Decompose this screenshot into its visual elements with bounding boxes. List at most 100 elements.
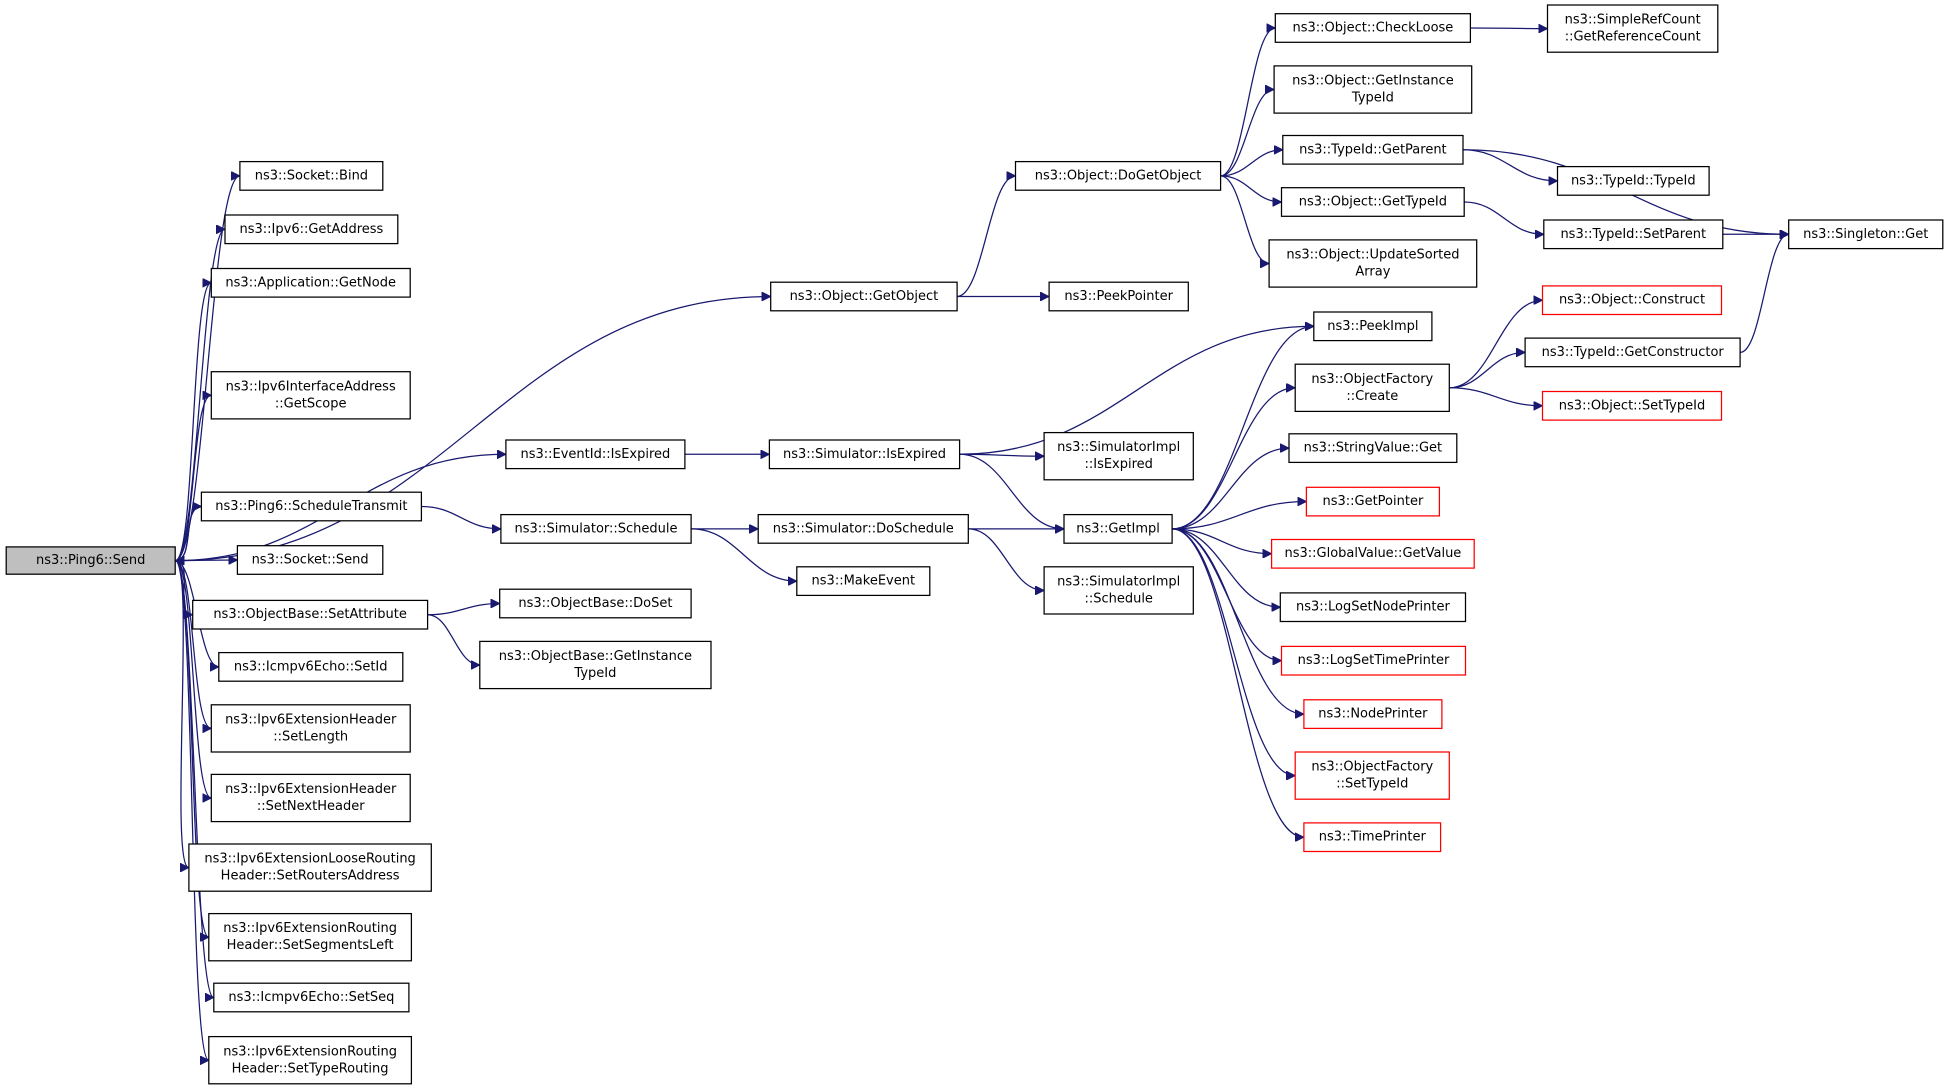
node-label: ::IsExpired <box>1084 457 1152 472</box>
node-box <box>1303 699 1443 730</box>
call-edge <box>175 505 202 561</box>
graph-node[interactable]: ns3::Object::CheckLoose <box>1274 13 1472 43</box>
graph-node[interactable]: ns3::Ipv6ExtensionRoutingHeader::SetSegm… <box>208 912 413 962</box>
graph-node[interactable]: ns3::Ipv6ExtensionHeader::SetNextHeader <box>210 773 411 823</box>
graph-node[interactable]: ns3::PeekPointer <box>1048 281 1189 312</box>
graph-node[interactable]: ns3::ObjectBase::SetAttribute <box>192 599 429 630</box>
call-edge <box>1220 150 1283 177</box>
node-box <box>1524 337 1741 368</box>
node-box <box>1268 239 1478 288</box>
graph-node[interactable]: ns3::MakeEvent <box>796 566 931 597</box>
node-label: ns3::Simulator::DoSchedule <box>773 521 954 536</box>
node-label: ns3::Simulator::IsExpired <box>783 447 946 462</box>
graph-node[interactable]: ns3::Simulator::IsExpired <box>768 439 961 470</box>
graph-node[interactable]: ns3::Object::SetTypeId <box>1541 390 1723 421</box>
node-label: ns3::GetPointer <box>1322 494 1423 509</box>
node-box <box>1303 822 1442 853</box>
node-label: ns3::TypeId::SetParent <box>1560 227 1706 242</box>
call-edge <box>1172 528 1272 554</box>
graph-node[interactable]: ns3::ObjectFactory::Create <box>1294 363 1450 413</box>
node-box <box>1294 751 1450 800</box>
node-label: ::GetReferenceCount <box>1565 30 1701 45</box>
node-label: ns3::Ipv6ExtensionLooseRouting <box>204 852 415 867</box>
graph-node[interactable]: ns3::PeekImpl <box>1313 311 1433 342</box>
call-edge <box>1449 387 1542 406</box>
node-box <box>500 513 692 544</box>
graph-node[interactable]: ns3::TypeId::SetParent <box>1543 219 1724 250</box>
node-label: ns3::SimulatorImpl <box>1057 574 1180 589</box>
edges-layer <box>174 28 1789 1060</box>
node-label: ns3::Icmpv6Echo::SetId <box>234 659 388 674</box>
graph-node[interactable]: ns3::Ipv6ExtensionHeader::SetLength <box>210 704 411 753</box>
node-label: ns3::Socket::Send <box>252 553 369 568</box>
node-box <box>200 491 423 522</box>
graph-node[interactable]: ns3::Icmpv6Echo::SetId <box>218 651 404 682</box>
graph-node[interactable]: ns3::Ipv6InterfaceAddress::GetScope <box>210 371 411 420</box>
graph-node[interactable]: ns3::Ipv6ExtensionLooseRoutingHeader::Se… <box>188 843 432 892</box>
graph-node[interactable]: ns3::Socket::Send <box>236 545 384 575</box>
call-edge <box>175 560 237 561</box>
graph-node[interactable]: ns3::TypeId::TypeId <box>1556 165 1710 196</box>
call-edge <box>1172 528 1304 714</box>
node-box <box>5 546 176 575</box>
node-label: ns3::LogSetTimePrinter <box>1298 653 1450 668</box>
node-label: ns3::TypeId::GetConstructor <box>1542 345 1725 360</box>
graph-node[interactable]: ns3::Application::GetNode <box>210 267 411 298</box>
graph-node[interactable]: ns3::Ipv6ExtensionRoutingHeader::SetType… <box>208 1035 413 1085</box>
node-box <box>1279 592 1467 623</box>
graph-node[interactable]: ns3::ObjectFactory::SetTypeId <box>1294 751 1450 800</box>
graph-node[interactable]: ns3::Object::DoGetObject <box>1014 160 1222 191</box>
node-label: ns3::Singleton::Get <box>1803 227 1928 242</box>
node-label: ns3::Object::GetTypeId <box>1299 195 1447 210</box>
node-label: ns3::Object::UpdateSorted <box>1286 248 1459 263</box>
node-box <box>479 640 712 690</box>
node-label: ns3::PeekPointer <box>1064 289 1173 304</box>
graph-node[interactable]: ns3::Singleton::Get <box>1788 219 1944 250</box>
graph-node[interactable]: ns3::SimpleRefCount::GetReferenceCount <box>1546 4 1719 53</box>
node-label: ns3::Ipv6::GetAddress <box>240 222 384 237</box>
graph-node[interactable]: ns3::Ping6::ScheduleTransmit <box>200 491 423 522</box>
graph-node[interactable]: ns3::TypeId::GetConstructor <box>1524 337 1741 368</box>
graph-node[interactable]: ns3::TimePrinter <box>1303 822 1442 853</box>
graph-node[interactable]: ns3::Simulator::Schedule <box>500 513 692 544</box>
graph-node[interactable]: ns3::Ping6::Send <box>5 546 176 575</box>
graph-node[interactable]: ns3::NodePrinter <box>1303 699 1443 730</box>
node-box <box>770 281 958 312</box>
node-box <box>210 704 411 753</box>
graph-node[interactable]: ns3::Simulator::DoSchedule <box>757 513 969 544</box>
node-label: ns3::Icmpv6Echo::SetSeq <box>228 990 394 1005</box>
node-label: ns3::GetImpl <box>1076 521 1160 536</box>
graph-node[interactable]: ns3::GetImpl <box>1063 513 1173 544</box>
graph-node[interactable]: ns3::TypeId::GetParent <box>1282 134 1464 165</box>
graph-node[interactable]: ns3::Object::GetObject <box>770 281 958 312</box>
graph-node[interactable]: ns3::Ipv6::GetAddress <box>224 214 399 245</box>
node-label: Header::SetRoutersAddress <box>221 869 400 884</box>
graph-node[interactable]: ns3::Icmpv6Echo::SetSeq <box>213 982 410 1013</box>
graph-node[interactable]: ns3::LogSetTimePrinter <box>1280 645 1467 676</box>
node-box <box>1014 160 1222 191</box>
call-edge <box>174 283 212 562</box>
graph-node[interactable]: ns3::LogSetNodePrinter <box>1279 592 1467 623</box>
node-label: ns3::ObjectFactory <box>1311 760 1433 775</box>
graph-node[interactable]: ns3::SimulatorImpl::IsExpired <box>1043 431 1194 481</box>
nodes-layer: ns3::Ping6::Send ns3::Socket::Bindns3::Ip… <box>5 4 1944 1085</box>
graph-node[interactable]: ns3::Object::GetTypeId <box>1280 187 1465 217</box>
graph-node[interactable]: ns3::StringValue::Get <box>1288 433 1458 464</box>
graph-node[interactable]: ns3::Socket::Bind <box>239 160 384 191</box>
graph-node[interactable]: ns3::EventId::IsExpired <box>505 439 686 470</box>
graph-node[interactable]: ns3::Object::Construct <box>1541 285 1723 316</box>
graph-node[interactable]: ns3::GlobalValue::GetValue <box>1270 538 1475 569</box>
node-label: ns3::Object::Construct <box>1559 293 1705 308</box>
graph-node[interactable]: ns3::SimulatorImpl::Schedule <box>1043 566 1194 615</box>
node-box <box>224 214 399 245</box>
call-edge <box>427 614 480 665</box>
node-label: ns3::EventId::IsExpired <box>520 447 670 462</box>
graph-node[interactable]: ns3::GetPointer <box>1305 486 1441 517</box>
call-edge <box>959 453 1064 529</box>
graph-node[interactable]: ns3::ObjectBase::DoSet <box>499 588 692 619</box>
call-edge <box>1172 528 1304 837</box>
call-edge <box>1172 502 1306 530</box>
